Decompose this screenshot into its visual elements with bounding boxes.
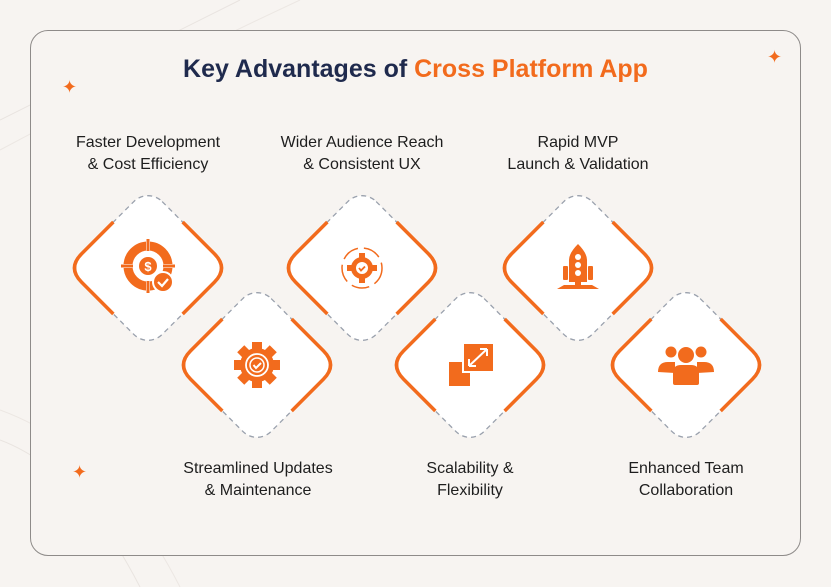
title-highlight: Cross Platform App bbox=[414, 55, 648, 83]
label-faster-development: Faster Development & Cost Efficiency bbox=[38, 132, 258, 176]
label-team-collaboration: Enhanced Team Collaboration bbox=[576, 458, 796, 502]
label-line: Flexibility bbox=[437, 482, 503, 499]
label-line: Scalability & bbox=[426, 460, 514, 477]
rocket-icon bbox=[557, 244, 599, 289]
label-line: Wider Audience Reach bbox=[280, 134, 444, 151]
label-line: Streamlined Updates bbox=[183, 460, 333, 477]
label-line: & Maintenance bbox=[204, 482, 312, 499]
team-icon bbox=[658, 346, 714, 385]
sparkle-icon: ✦ bbox=[767, 47, 783, 67]
title-prefix: Key Advantages of bbox=[183, 55, 408, 83]
label-scalability: Scalability & Flexibility bbox=[360, 458, 580, 502]
label-line: Faster Development bbox=[75, 134, 221, 151]
label-wider-audience: Wider Audience Reach & Consistent UX bbox=[252, 132, 472, 176]
label-line: & Consistent UX bbox=[303, 156, 421, 173]
label-line: Collaboration bbox=[638, 482, 734, 499]
gear-cycle-check-icon bbox=[341, 247, 383, 289]
sparkle-icon: ✦ bbox=[72, 462, 88, 482]
label-line: Rapid MVP bbox=[537, 134, 619, 151]
page-title: Key Advantages of Cross Platform App bbox=[0, 55, 831, 84]
label-line: & Cost Efficiency bbox=[87, 156, 209, 173]
svg-text:$: $ bbox=[144, 259, 152, 274]
dollar-target-check-icon: $ bbox=[120, 238, 176, 294]
sparkle-icon: ✦ bbox=[62, 77, 78, 97]
resize-expand-icon bbox=[449, 342, 495, 386]
gear-check-icon bbox=[234, 342, 280, 388]
label-rapid-mvp: Rapid MVP Launch & Validation bbox=[468, 132, 688, 176]
label-streamlined-updates: Streamlined Updates & Maintenance bbox=[148, 458, 368, 502]
label-line: Enhanced Team bbox=[628, 460, 744, 477]
label-line: Launch & Validation bbox=[507, 156, 649, 173]
